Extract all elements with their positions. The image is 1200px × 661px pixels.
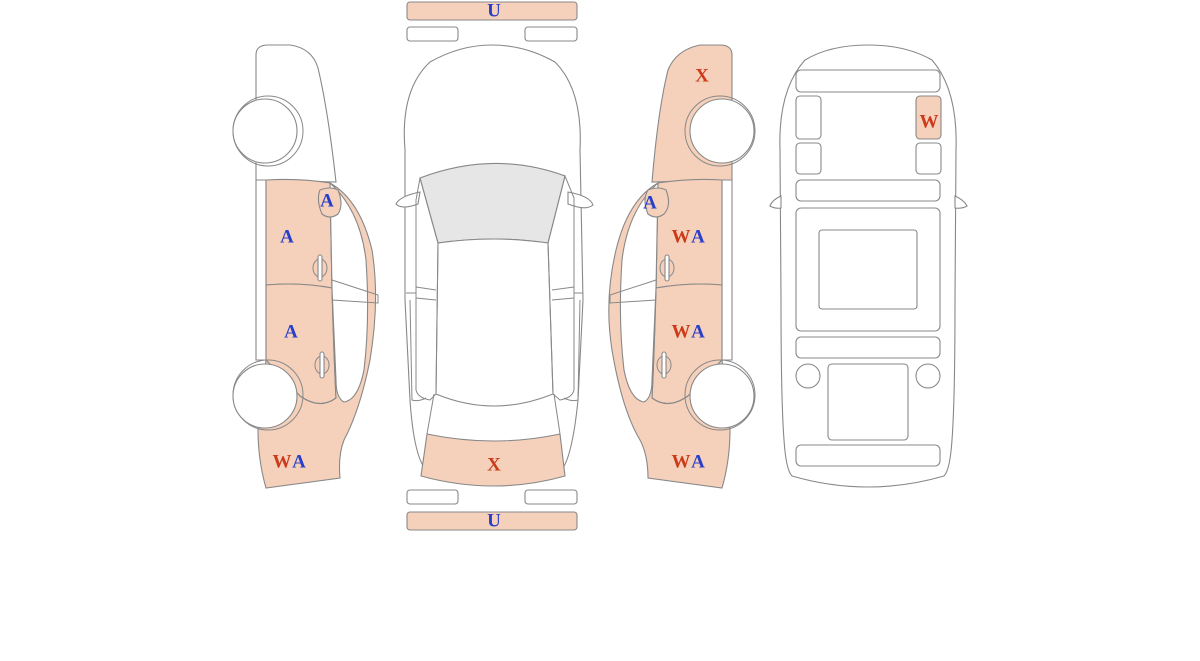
left-pillar-strip [255,179,267,361]
right-rear-door-handle [656,351,672,379]
right-front-door-code-a: A [691,226,705,247]
right-rocker [563,299,581,402]
right-rear-wheel-arch [684,359,756,431]
right-mirror[interactable] [644,187,670,218]
left-front-door-code: A [280,226,294,247]
right-rear-door-code-w: W [672,321,691,342]
rear-glass-line [426,393,561,435]
right-quarter-code-w: W [672,451,691,472]
right-side-glass [547,174,575,401]
right-pillar-strip [721,179,733,361]
rear-floor-panel[interactable] [795,336,941,359]
center-floor-panel[interactable] [818,229,918,310]
windshield[interactable] [419,162,566,244]
top-view: U X U [395,0,594,531]
right-rear-door-code-a: A [691,321,705,342]
rear-cross-member[interactable] [795,444,941,467]
right-front-door-handle [659,254,675,282]
left-seat-base[interactable] [795,142,822,175]
left-body-line [331,279,379,304]
right-side-view: X A W A W A W A [608,44,756,489]
left-side-window-frame [329,181,369,403]
rear-bumper[interactable] [406,511,578,531]
left-side-view: A A A W A [232,44,379,489]
right-front-wheel [689,98,755,164]
left-b-pillar [406,286,437,301]
front-lamp-left [406,26,459,42]
dashboard-panel[interactable] [795,69,941,93]
right-front-door-code-w: W [672,226,691,247]
interior-right-mirror [954,195,968,209]
right-side-window-frame [619,181,659,403]
left-front-door-handle [312,254,328,282]
rear-left-wheel-well [795,363,821,389]
front-bumper[interactable] [406,1,578,21]
front-lamp-right [524,26,578,42]
right-body-line [609,279,657,304]
roof[interactable] [435,238,554,407]
rear-panel-code: X [487,454,501,475]
right-b-pillar [551,286,583,301]
front-right-seat-code: W [920,111,939,132]
right-rear-wheel [689,363,755,429]
left-quarter-code-a: A [292,451,306,472]
right-mirror-code: A [643,192,657,213]
left-rear-wheel [232,363,298,429]
right-front-fender-code: X [695,65,709,86]
rear-panel[interactable] [420,433,566,487]
right-seat-base[interactable] [915,142,942,175]
left-mirror[interactable] [317,187,342,218]
left-rocker [409,299,427,402]
rear-lamp-right [524,489,578,505]
rear-lamp-left [406,489,459,505]
interior-view: W [769,44,968,488]
left-rear-door-handle [314,351,330,379]
trunk-floor-panel[interactable] [827,363,909,441]
left-quarter-code-w: W [273,451,292,472]
right-front-wheel-arch [684,95,756,167]
top-left-mirror [395,191,421,208]
left-front-wheel [232,98,298,164]
front-bumper-code: U [487,0,501,21]
front-right-seat[interactable] [915,95,942,140]
right-quarter-code-a: A [691,451,705,472]
front-left-seat[interactable] [795,95,822,140]
rear-bumper-code: U [487,510,501,531]
rear-right-wheel-well [915,363,941,389]
left-mirror-code: A [320,190,334,211]
left-rear-door-code: A [284,321,298,342]
interior-left-mirror [769,195,782,209]
front-floor-panel[interactable] [795,179,941,202]
